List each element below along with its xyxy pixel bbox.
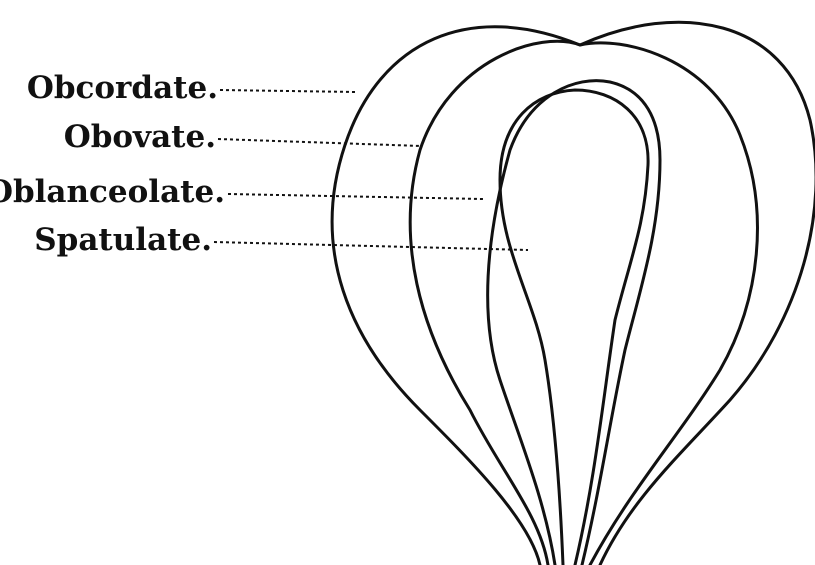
label-oblanceolate: Oblanceolate.: [0, 174, 225, 210]
spatulate-leader: [214, 242, 528, 250]
obovate-leader: [218, 139, 421, 146]
label-obcordate: Obcordate.: [27, 70, 218, 106]
spatulate-outline: [500, 90, 648, 565]
obovate-outline: [410, 41, 757, 565]
label-obovate: Obovate.: [64, 119, 216, 155]
label-spatulate: Spatulate.: [34, 222, 212, 258]
oblanceolate-leader: [228, 194, 483, 199]
obcordate-leader: [220, 90, 356, 92]
obcordate-outline: [332, 22, 815, 565]
